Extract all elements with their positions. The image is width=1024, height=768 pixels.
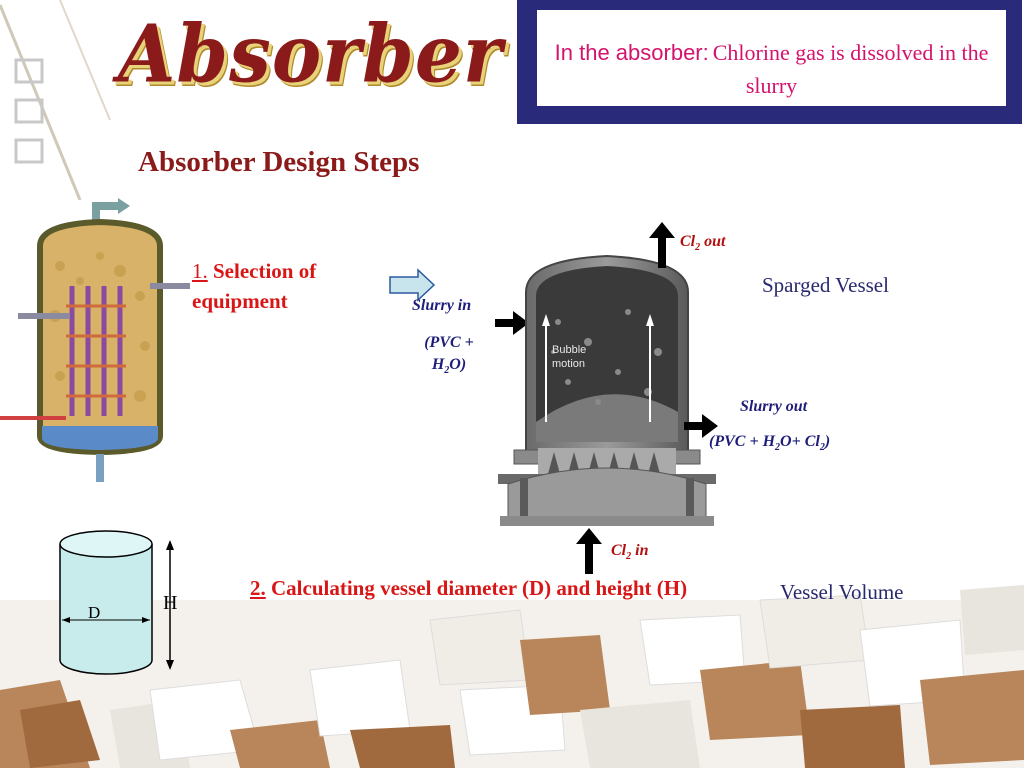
slurry-in-arrow-icon <box>495 311 529 335</box>
step2-number: 2. <box>250 576 266 600</box>
callout-text: Chlorine gas is dissolved in the slurry <box>712 40 989 98</box>
slurry-in-label: Slurry in <box>412 297 472 314</box>
background-decor-top-left <box>0 0 111 200</box>
slurry-in-comp-line2: H2O) <box>431 356 467 377</box>
slurry-out-composition: (PVC + H2O+ Cl2) <box>709 433 831 454</box>
step1-text: 1. Selection of equipment <box>192 256 372 316</box>
dimension-d-label: D <box>88 603 101 622</box>
cl2-in-arrow-icon <box>576 528 602 574</box>
step2-label: Calculating vessel diameter (D) and heig… <box>271 576 688 600</box>
subtitle: Absorber Design Steps <box>138 146 420 178</box>
callout-inner: In the absorber: Chlorine gas is dissolv… <box>537 10 1006 106</box>
sparged-vessel-illustration <box>498 254 716 526</box>
callout-lead: In the absorber: <box>554 40 709 65</box>
vessel-cylinder-diagram <box>59 530 174 675</box>
dimension-h-label: H <box>163 592 178 614</box>
slurry-in-composition: (PVC + H2O) <box>416 332 482 382</box>
slurry-in-comp-line1: (PVC + <box>424 334 474 351</box>
slide-title: Absorber <box>118 7 503 101</box>
absorber-column-illustration <box>0 198 190 482</box>
sparged-vessel-label: Sparged Vessel <box>762 273 889 297</box>
cl2-out-label: Cl2 out <box>680 233 726 254</box>
background-decor-bottom <box>0 585 1024 768</box>
step1-number: 1. <box>192 259 208 283</box>
callout-box: In the absorber: Chlorine gas is dissolv… <box>517 0 1022 124</box>
slurry-out-arrow-icon <box>684 414 718 438</box>
bubble-motion-label: Bubble motion <box>552 344 587 370</box>
cl2-in-label: Cl2 in <box>611 542 649 563</box>
step1-label: Selection of equipment <box>192 259 317 313</box>
hollow-arrow-right <box>389 268 436 302</box>
vessel-volume-label: Vessel Volume <box>780 580 904 604</box>
step2-text: 2. Calculating vessel diameter (D) and h… <box>250 573 750 603</box>
cl2-out-arrow-icon <box>649 222 675 268</box>
slurry-out-label: Slurry out <box>740 398 808 415</box>
